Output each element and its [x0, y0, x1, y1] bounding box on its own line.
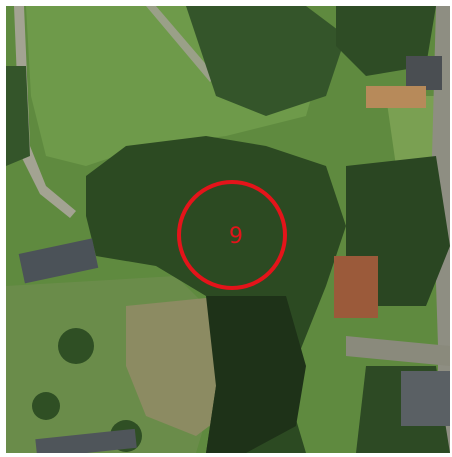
road-spur [346, 336, 450, 366]
aerial-imagery [6, 6, 450, 453]
building-roof-red [334, 256, 378, 318]
marker-label: 9 [229, 224, 243, 249]
building-northeast [406, 56, 442, 90]
building-south [35, 428, 137, 453]
building-roof-orange [366, 86, 426, 108]
tree [58, 328, 94, 364]
tree [32, 392, 60, 420]
building-southeast [401, 371, 450, 426]
tree-cluster-north [186, 6, 346, 116]
circle-marker-icon[interactable] [177, 180, 287, 290]
tree-shadow [206, 296, 306, 453]
tree-row-west [6, 66, 30, 166]
building-west [18, 238, 99, 284]
footpath [14, 6, 76, 218]
aerial-map[interactable]: 9 [6, 6, 450, 453]
track [146, 6, 216, 82]
